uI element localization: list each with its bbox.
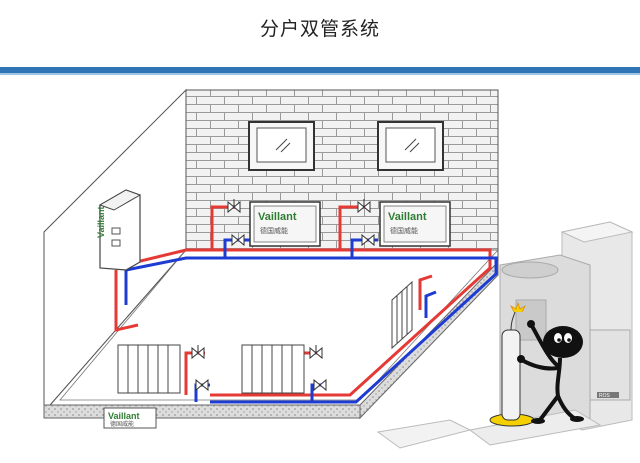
unit-badge-box [597,392,619,398]
back-brick-wall [185,89,499,251]
floor-brand-name: Vaillant [108,411,140,421]
window-left [248,121,315,171]
panel-radiator-left: Vaillant 德国威能 [249,201,321,247]
radiator-brand: Vaillant [258,211,297,223]
column-radiator-middle [241,344,305,394]
radiator-subtitle: 德国威能 [390,226,418,235]
radiator-brand: Vaillant [388,211,427,223]
header-bar [0,67,640,73]
floor-brand-subtitle: 德国威能 [110,420,134,428]
page-title: 分户双管系统 [259,18,380,40]
panel-radiator-right: Vaillant 德国威能 [379,201,451,247]
wall-boiler: Vaillant [96,189,142,271]
radiator-subtitle: 德国威能 [260,226,288,235]
header-bar-accent [0,73,640,75]
floor-slab-right [359,260,499,420]
valves [191,199,375,392]
window-right [377,121,444,171]
floor-slab-front [43,404,361,419]
floor-brand-label: Vaillant 德国威能 [103,407,157,429]
return-pipes [124,238,498,404]
column-radiator-right-wall [391,280,413,350]
column-radiator-left [117,344,181,394]
stick-figure [489,301,584,427]
unit-badge: ROS [599,393,611,399]
boiler-brand: Vaillant [96,206,106,238]
